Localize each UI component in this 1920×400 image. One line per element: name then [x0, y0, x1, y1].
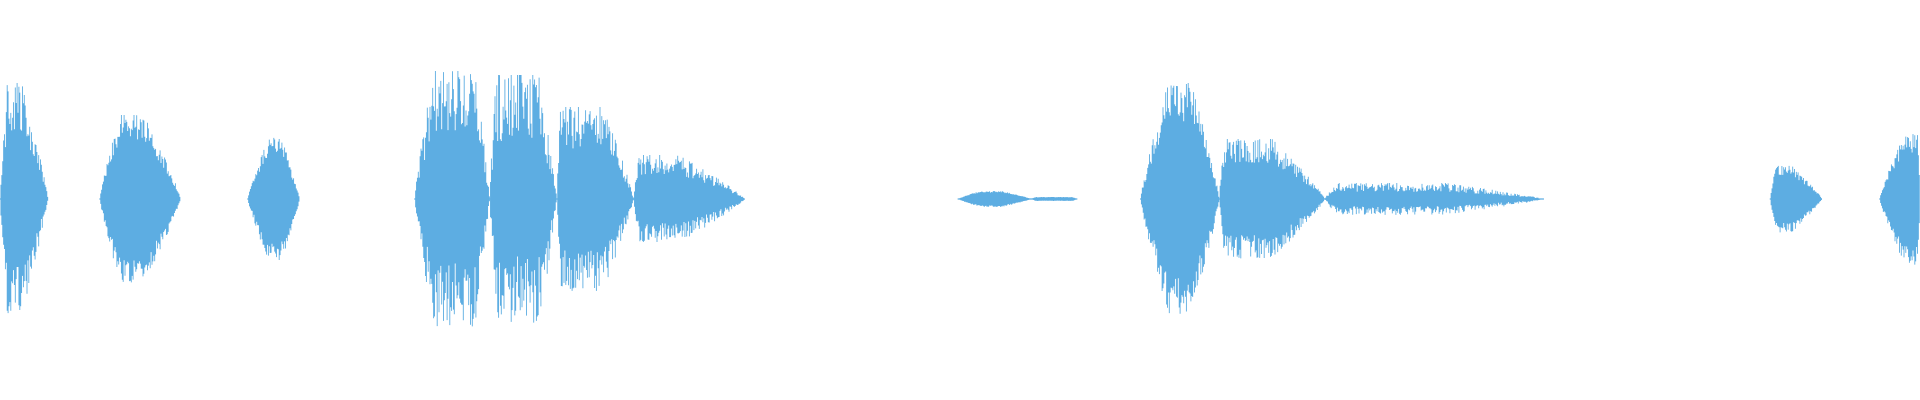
waveform-segment [1140, 83, 1220, 314]
waveform-segment [1879, 134, 1920, 265]
waveform-segment [957, 191, 1032, 207]
waveform-segment [247, 137, 300, 260]
waveform-segment [489, 75, 557, 323]
waveform-segment [633, 155, 745, 242]
waveform-segment [99, 115, 181, 283]
waveform-segment [1769, 165, 1822, 233]
waveform-segment [0, 83, 49, 314]
waveform-segments [0, 71, 1920, 327]
waveform-segment [414, 71, 490, 327]
waveform-segment [1218, 139, 1325, 259]
waveform-segment [556, 107, 634, 291]
waveform-segment [1030, 197, 1078, 201]
waveform-segment [1324, 183, 1544, 215]
